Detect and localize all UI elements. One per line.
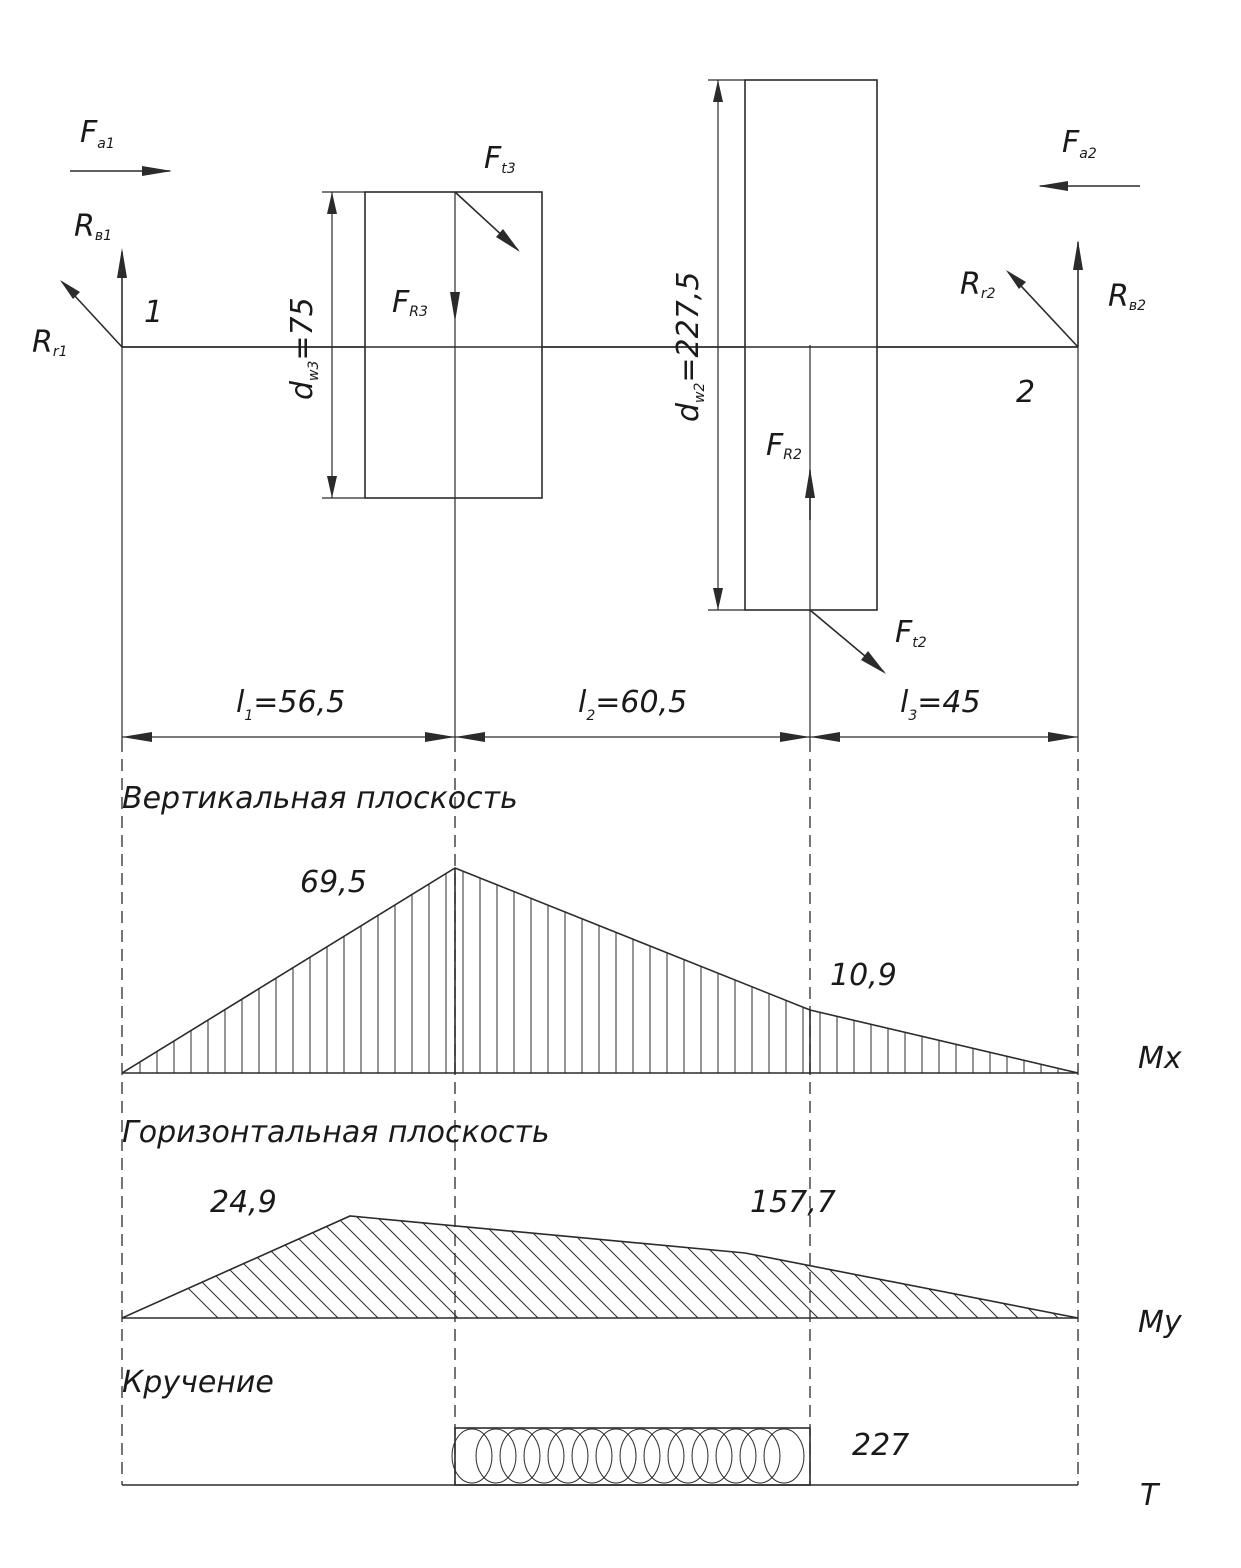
rr1-label: Rr1: [32, 325, 68, 360]
my-axis-label: My: [1138, 1305, 1183, 1340]
support-1-label: 1: [144, 295, 163, 330]
mx-axis-label: Mx: [1138, 1041, 1182, 1076]
ft3-label: Ft3: [484, 141, 516, 177]
mx-peak-2-value: 10,9: [830, 958, 897, 993]
t-value: 227: [852, 1428, 909, 1463]
t-diagram: [122, 1427, 1078, 1486]
horizontal-plane-caption: Горизонтальная плоскость: [122, 1115, 550, 1150]
torsion-caption: Кручение: [122, 1365, 274, 1400]
dw2-label: dw2=227,5: [671, 272, 708, 422]
gear-3-body: [364, 191, 543, 499]
rr2-label: Rr2: [960, 267, 996, 302]
dw3-label: dw3=75: [285, 297, 322, 400]
fa1-label: Fa1: [80, 115, 115, 152]
my-peak-1-value: 24,9: [210, 1185, 277, 1220]
l2-label: l2=60,5: [578, 685, 687, 724]
labels: Fa1 Fa2 Ft3 FR3 FR2 Ft2 Rв1 Rr1 Rr2 Rв2 …: [32, 115, 1183, 1513]
gear-2-body: [744, 79, 878, 611]
mx-moment-curve: [121, 867, 1079, 1074]
vertical-plane-caption: Вертикальная плоскость: [122, 781, 518, 816]
t-torque-block: [454, 1427, 811, 1486]
l3-label: l3=45: [900, 685, 981, 724]
my-moment-curve: [121, 1215, 1079, 1319]
mx-hatching: [139, 871, 1076, 1073]
projection-lines: [121, 740, 1079, 1485]
ft2-label: Ft2: [895, 615, 927, 651]
shaft-scheme: [60, 79, 1140, 742]
my-peak-2-value: 157,7: [750, 1185, 836, 1220]
fr3-arrow: [450, 292, 460, 322]
fr3-label: FR3: [392, 285, 428, 320]
support-2-label: 2: [1016, 375, 1035, 410]
l1-label: l1=56,5: [236, 685, 345, 724]
t-hatching-circles: [451, 1428, 805, 1484]
mx-diagram: [121, 867, 1079, 1074]
rv2-label: Rв2: [1108, 279, 1146, 314]
fa2-label: Fa2: [1062, 125, 1097, 162]
rv1-label: Rв1: [74, 209, 112, 244]
t-axis-label: T: [1140, 1478, 1161, 1513]
fr2-label: FR2: [766, 428, 802, 463]
mx-peak-1-value: 69,5: [300, 865, 367, 900]
fr2-arrow: [805, 468, 815, 498]
